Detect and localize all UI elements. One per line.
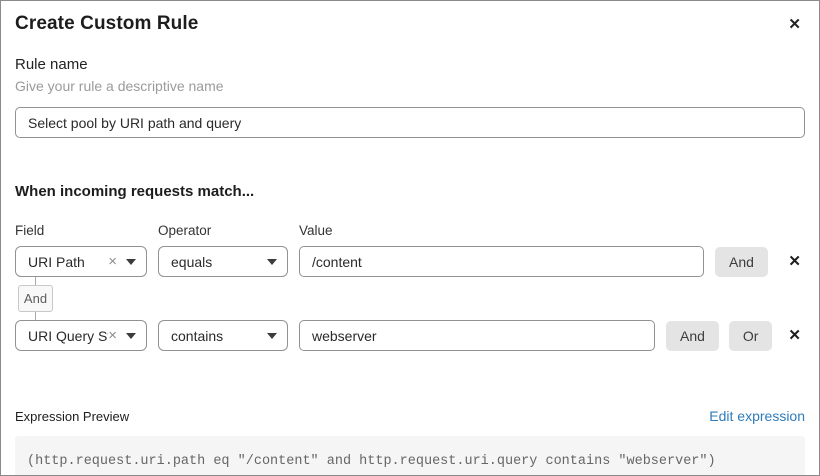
condition-column-labels: Field Operator Value	[15, 223, 805, 238]
expression-preview-header: Expression Preview Edit expression	[15, 408, 805, 424]
clear-icon[interactable]: ×	[108, 327, 117, 344]
field-select[interactable]: URI Query St... ×	[15, 320, 147, 351]
row-connector: And	[15, 277, 805, 320]
rule-name-help-text: Give your rule a descriptive name	[15, 78, 224, 94]
operator-select[interactable]: equals	[158, 246, 288, 277]
chevron-down-icon	[126, 258, 136, 265]
or-button[interactable]: Or	[728, 320, 773, 351]
edit-expression-link[interactable]: Edit expression	[709, 408, 805, 424]
and-button[interactable]: And	[715, 246, 768, 277]
expression-preview-code: (http.request.uri.path eq "/content" and…	[15, 436, 805, 475]
dialog-header: Create Custom Rule ✕	[15, 13, 805, 35]
field-column-label: Field	[15, 223, 45, 238]
expression-preview-label: Expression Preview	[15, 409, 130, 424]
operator-select-value: contains	[171, 327, 224, 344]
chevron-down-icon	[267, 258, 277, 265]
connector-and-badge[interactable]: And	[18, 285, 53, 312]
condition-row: URI Path × equals And ✕	[15, 246, 805, 277]
chevron-down-icon	[126, 332, 136, 339]
dialog-title: Create Custom Rule	[15, 13, 199, 34]
clear-icon[interactable]: ×	[108, 253, 117, 270]
value-column-label: Value	[299, 223, 333, 238]
chevron-down-icon	[267, 332, 277, 339]
rule-name-label: Rule name	[15, 56, 88, 73]
close-icon[interactable]: ✕	[784, 15, 805, 34]
and-button[interactable]: And	[666, 320, 719, 351]
rule-name-input[interactable]	[15, 107, 805, 138]
connector-line	[35, 277, 36, 285]
field-select-value: URI Path	[28, 253, 85, 270]
connector-line	[35, 312, 36, 320]
value-input[interactable]	[299, 320, 655, 351]
remove-row-icon[interactable]: ✕	[788, 327, 801, 344]
match-section-heading: When incoming requests match...	[15, 183, 255, 200]
operator-column-label: Operator	[158, 223, 212, 238]
operator-select-value: equals	[171, 253, 213, 270]
operator-select[interactable]: contains	[158, 320, 288, 351]
condition-row: URI Query St... × contains And Or ✕	[15, 320, 805, 351]
field-select[interactable]: URI Path ×	[15, 246, 147, 277]
remove-row-icon[interactable]: ✕	[788, 253, 801, 270]
value-input[interactable]	[299, 246, 704, 277]
field-select-value: URI Query St...	[28, 327, 108, 344]
